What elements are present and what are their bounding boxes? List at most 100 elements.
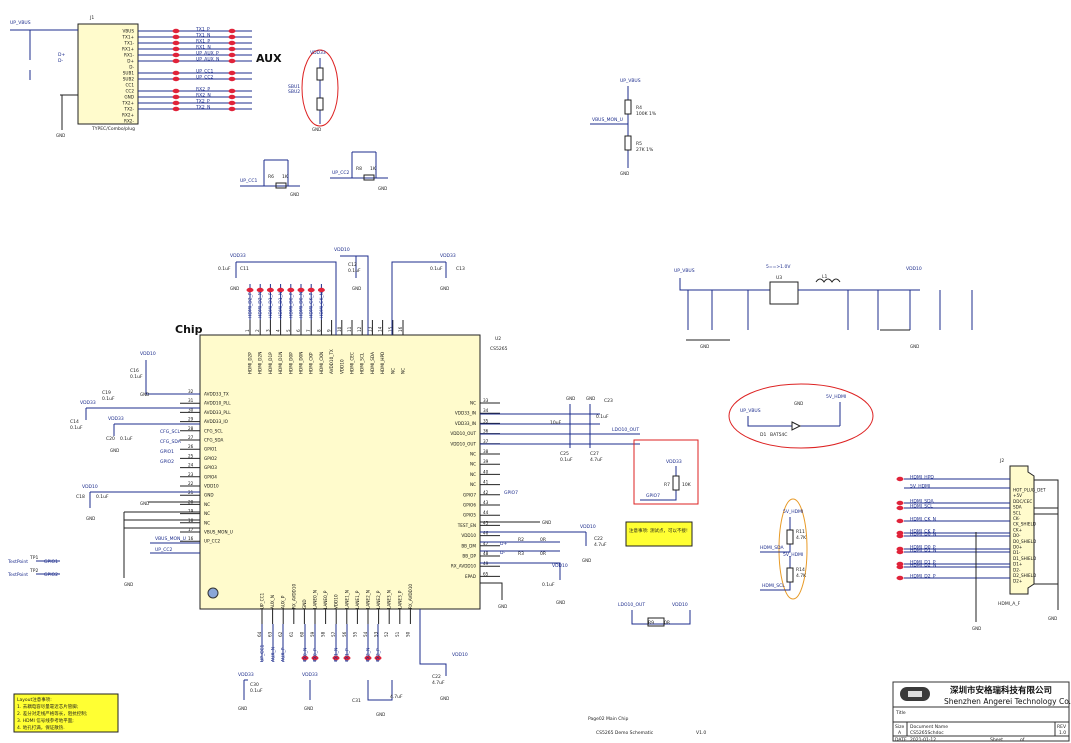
- net-5v-hdmi-pu2[interactable]: 5V_HDMI: [783, 552, 803, 558]
- net-cfg-scl[interactable]: CFG_SCL: [160, 429, 180, 435]
- net-up-cc2-res[interactable]: UP_CC2: [332, 170, 350, 176]
- typec-right-net[interactable]: UP_AUX_N: [196, 57, 219, 63]
- chip-bottom-pin: AUX_N: [270, 595, 275, 609]
- net-vdd10-left2[interactable]: VDD10: [82, 484, 98, 490]
- net-vdd33-left[interactable]: VDD33: [80, 400, 96, 406]
- net-up-vbus-diode[interactable]: UP_VBUS: [740, 408, 761, 414]
- net-vdd10-right[interactable]: VDD10: [580, 524, 596, 530]
- top-bus-net[interactable]: HDMI_CK_N: [319, 292, 325, 318]
- hdmi-net[interactable]: HDMI_D1_P: [910, 559, 936, 565]
- net-sbu2[interactable]: SBU2: [288, 89, 300, 95]
- bottom-bus-net[interactable]: UP_CC1: [260, 644, 266, 662]
- net-vdd10-left[interactable]: VDD10: [140, 351, 156, 357]
- net-vdd10-bottom2[interactable]: VDD10: [452, 652, 468, 658]
- net-vdd33-bottom2[interactable]: VDD33: [302, 672, 318, 678]
- top-bus-net[interactable]: HDMI_CK_P: [309, 292, 315, 318]
- typec-right-net[interactable]: UP_CC2: [196, 75, 214, 81]
- typec-right-net[interactable]: TX1_P: [195, 27, 210, 33]
- hdmi-net[interactable]: HDMI_CK_N: [910, 516, 936, 522]
- net-gpio7-pull[interactable]: GPIO7: [646, 493, 660, 499]
- hdmi-net[interactable]: HDMI_D2_N: [910, 562, 936, 568]
- net-dp-right[interactable]: D+: [500, 541, 507, 547]
- hdmi-net[interactable]: HDMI_D2_P: [910, 573, 936, 579]
- net-hdmi-sda-pu[interactable]: HDMI_SDA: [760, 545, 785, 551]
- net-dn-right[interactable]: D-: [500, 550, 505, 556]
- net-vdd33-top[interactable]: VDD33: [230, 253, 246, 259]
- net-vdd10-bottom[interactable]: VDD10: [672, 602, 688, 608]
- typec-right-net[interactable]: UP_CC1: [196, 69, 214, 75]
- hdmi-net[interactable]: HDMI_HPD: [910, 474, 934, 480]
- typec-right-net[interactable]: TX2_P: [195, 99, 210, 105]
- net-ldo-out-right[interactable]: LDO10_OUT: [612, 427, 639, 433]
- net-vdd33-left2[interactable]: VDD33: [108, 416, 124, 422]
- testpoint-2[interactable]: TestPoint: [7, 572, 28, 578]
- top-bus-net[interactable]: HDMI_D1_N: [278, 292, 284, 318]
- net-vdd10-buck[interactable]: VDD10: [906, 266, 922, 272]
- chip-left-pin: VDD10: [204, 484, 219, 489]
- net-gpio1-left[interactable]: GPIO1: [160, 449, 174, 455]
- net-5v-hdmi-diode[interactable]: 5V_HDMI: [826, 394, 846, 400]
- test-points: TestPoint TP1 GPIO1 TestPoint TP2 GPIO2: [7, 555, 60, 578]
- tp2-net[interactable]: GPIO2: [44, 572, 58, 578]
- title-block: 深圳市安格瑞科技有限公司 Shenzhen Angerei Technology…: [892, 681, 1071, 743]
- net-vbus-mon-left[interactable]: VBUS_MON_U: [155, 536, 186, 542]
- net-dp-typec[interactable]: D+: [58, 52, 65, 58]
- net-up-vbus-buck[interactable]: UP_VBUS: [674, 268, 695, 274]
- bottom-bus-net[interactable]: AUX_N: [271, 647, 277, 662]
- net-up-cc1-res[interactable]: UP_CC1: [240, 178, 258, 184]
- bottom-bus-net[interactable]: TX0_N: [303, 648, 309, 663]
- net-vdd33-gpio[interactable]: VDD33: [666, 459, 682, 465]
- net-vbus-mon-div[interactable]: VBUS_MON_U: [592, 117, 623, 123]
- chip-left-pin: GND: [204, 493, 214, 498]
- bottom-bus-net[interactable]: AUX_P: [281, 647, 287, 662]
- net-vdd33-sbu[interactable]: VDD33: [310, 50, 326, 56]
- hdmi-net[interactable]: HDMI_SCL: [910, 503, 933, 509]
- net-up-cc2-left[interactable]: UP_CC2: [155, 547, 173, 553]
- typec-right-net[interactable]: TX2_N: [195, 105, 210, 111]
- hdmi-net[interactable]: HDMI_D0_N: [910, 531, 936, 537]
- bottom-bus-net[interactable]: TX1_P: [345, 648, 351, 663]
- net-vdd10-right2[interactable]: VDD10: [552, 563, 568, 569]
- net-vdd33-bottom[interactable]: VDD33: [238, 672, 254, 678]
- bottom-bus-net[interactable]: TX2_P: [376, 648, 382, 663]
- net-gpio2-left[interactable]: GPIO2: [160, 459, 174, 465]
- typec-right-net[interactable]: RX1_P: [196, 39, 210, 45]
- net-sbu1[interactable]: SBU1: [288, 84, 300, 90]
- hdmi-net[interactable]: HDMI_D0_P: [910, 544, 936, 550]
- chip-bottom-pin-num: 59: [310, 631, 315, 637]
- net-up-vbus-div[interactable]: UP_VBUS: [620, 78, 641, 84]
- net-vdd33-top2[interactable]: VDD33: [440, 253, 456, 259]
- net-vdd10-top[interactable]: VDD10: [334, 247, 350, 253]
- net-cfg-sda[interactable]: CFG_SDA: [160, 439, 182, 445]
- typec-right-net[interactable]: TX1_N: [195, 33, 210, 39]
- typec-right-net[interactable]: RX2_P: [196, 87, 210, 93]
- top-bus-net[interactable]: HDMI_D1_P: [268, 292, 274, 318]
- hdmi-net[interactable]: HDMI_D1_N: [910, 547, 936, 553]
- bottom-bus-net[interactable]: TX1_N: [334, 648, 340, 663]
- typec-right-net[interactable]: UP_AUX_P: [196, 51, 219, 57]
- hdmi-net[interactable]: HDMI_CK_P: [910, 528, 936, 534]
- chip-top-pin: AVDD10_TX: [329, 349, 334, 374]
- net-gpio7-right[interactable]: GPIO7: [504, 490, 518, 496]
- net-ldo-out-bottom[interactable]: LDO10_OUT: [618, 602, 645, 608]
- chip-bottom-pin-num: 52: [384, 631, 389, 637]
- net-hdmi-scl-pu[interactable]: HDMI_SCL: [762, 583, 785, 589]
- top-bus-net[interactable]: HDMI_D2_N: [258, 292, 264, 318]
- testpoint-1[interactable]: TestPoint: [7, 559, 28, 565]
- net-5v-hdmi-pu1[interactable]: 5V_HDMI: [783, 509, 803, 515]
- net-dn-typec[interactable]: D-: [58, 58, 63, 64]
- net-up-vbus-typec[interactable]: UP_VBUS: [10, 20, 31, 26]
- top-bus-net[interactable]: HDMI_D2_P: [248, 292, 254, 318]
- chip-left-pin: NC: [204, 520, 210, 525]
- typec-right-net[interactable]: RX1_N: [196, 45, 211, 51]
- top-bus-net[interactable]: HDMI_D0_N: [299, 292, 305, 318]
- top-bus-net[interactable]: HDMI_D0_P: [288, 292, 294, 318]
- typec-right-net[interactable]: RX2_N: [196, 93, 211, 99]
- bottom-bus-net[interactable]: TX2_N: [366, 648, 372, 663]
- bottom-bus-net[interactable]: TX0_P: [313, 648, 319, 663]
- chip-right-pin: NC: [470, 472, 476, 477]
- hdmi-net[interactable]: 5V_HDMI: [910, 483, 930, 489]
- hdmi-pin: +5V: [1013, 493, 1022, 498]
- hdmi-net[interactable]: HDMI_SDA: [910, 498, 935, 504]
- tp1-net[interactable]: GPIO1: [44, 559, 58, 565]
